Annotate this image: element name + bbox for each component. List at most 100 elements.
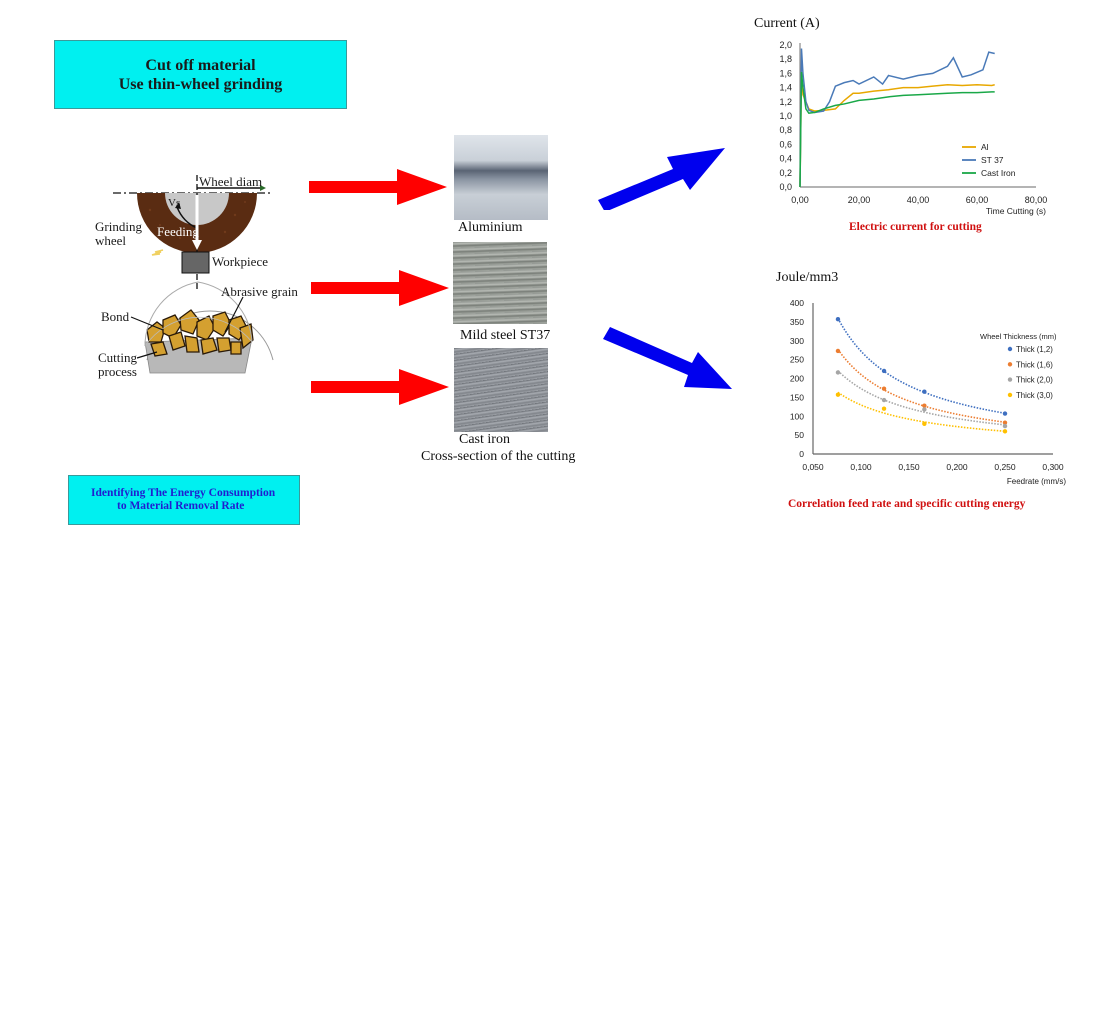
info-line-1: Identifying The Energy Consumption [91, 487, 276, 499]
y-tick-label: 1,4 [779, 83, 792, 93]
x-tick-label: 0,00 [791, 195, 809, 205]
y-tick-label: 2,0 [779, 40, 792, 50]
legend-label: Thick (3,0) [1016, 391, 1053, 400]
label-feeding: Feeding [157, 224, 199, 239]
legend-marker [1007, 392, 1013, 398]
x-tick-label: 0,300 [1042, 462, 1064, 472]
y-tick-label: 350 [790, 317, 804, 327]
info-line-2: to Material Removal Rate [117, 500, 245, 512]
data-point [922, 407, 927, 412]
x-tick-label: 60,00 [966, 195, 989, 205]
legend-label: Thick (2,0) [1016, 376, 1053, 385]
data-point [881, 368, 887, 374]
x-tick-label: 0,100 [850, 462, 872, 472]
y-tick-label: 0,4 [779, 154, 792, 164]
data-point [1002, 411, 1008, 416]
blue-arrow-up [598, 148, 725, 210]
x-tick-label: 0,200 [946, 462, 968, 472]
legend-label: Thick (1,6) [1016, 360, 1053, 369]
legend-label: Thick (1,2) [1016, 345, 1053, 354]
y-tick-label: 400 [790, 298, 804, 308]
chart1-caption: Electric current for cutting [849, 221, 982, 233]
data-point [1002, 423, 1008, 429]
blue-arrow-down [603, 327, 732, 389]
title-line-2: Use thin-wheel grinding [118, 75, 283, 93]
y-tick-label: 1,6 [779, 68, 792, 78]
grinding-wheel-illustration [113, 175, 274, 374]
y-tick-label: 0,0 [779, 182, 792, 192]
energy-scatter-chart: 0 50 100 150 200 250 300 350 400 0,050 0,100 0,150 0… [790, 298, 1067, 486]
info-box: Identifying The Energy Consumption to Ma… [68, 475, 300, 525]
label-grinding-1: Grinding [95, 219, 142, 234]
data-point [1002, 429, 1008, 434]
y-tick-label: 1,0 [779, 111, 792, 121]
y-tick-label: 1,8 [779, 54, 792, 64]
y-tick-label: 50 [795, 430, 805, 440]
y-tick-label: 0,2 [779, 168, 792, 178]
data-point [835, 370, 841, 375]
title-line-1: Cut off material [145, 56, 256, 74]
y-tick-label: 200 [790, 374, 804, 384]
trendline [837, 318, 1006, 415]
caption-mild-steel: Mild steel ST37 [460, 328, 551, 343]
data-point [835, 348, 841, 354]
series-line-cast-iron [799, 71, 995, 188]
series-line-al [799, 73, 995, 188]
label-cutting-2: process [98, 364, 137, 379]
chart1-ylabel: Current (A) [754, 16, 820, 31]
data-point [881, 386, 887, 391]
x-tick-label: 80,00 [1025, 195, 1048, 205]
y-tick-label: 100 [790, 411, 804, 421]
sample-photo-aluminium [454, 135, 548, 220]
legend-marker [1007, 362, 1013, 367]
trendline [837, 391, 1006, 433]
y-tick-label: 1,2 [779, 97, 792, 107]
x-tick-label: 0,050 [802, 462, 824, 472]
label-wheel-diam: Wheel diam [199, 174, 263, 189]
data-point [922, 403, 927, 408]
label-cutting-1: Cutting [98, 350, 138, 365]
x-tick-label: 20,00 [848, 195, 871, 205]
red-arrow-1 [309, 169, 447, 205]
label-grinding-2: wheel [95, 233, 127, 248]
y-tick-label: 250 [790, 355, 804, 365]
label-vs: Vs [168, 197, 181, 209]
legend-marker [1007, 377, 1013, 382]
trendline [837, 348, 1006, 424]
y-tick-label: 300 [790, 336, 804, 346]
x-axis-label: Feedrate (mm/s) [1007, 477, 1066, 486]
data-point [835, 317, 841, 322]
y-tick-label: 0,8 [779, 125, 792, 135]
x-tick-label: 0,150 [898, 462, 920, 472]
red-arrow-2 [311, 270, 449, 306]
y-tick-label: 150 [790, 392, 804, 402]
legend-label: Cast Iron [981, 168, 1016, 178]
legend-title: Wheel Thickness (mm) [980, 332, 1057, 341]
x-axis-label: Time Cutting (s) [986, 206, 1046, 216]
caption-aluminium: Aluminium [458, 220, 523, 235]
x-tick-label: 40,00 [907, 195, 930, 205]
x-tick-label: 0,250 [994, 462, 1016, 472]
title-box: Cut off material Use thin-wheel grinding [54, 40, 347, 109]
label-bond: Bond [101, 309, 130, 324]
chart2-caption: Correlation feed rate and specific cutti… [788, 498, 1026, 510]
data-point [1002, 420, 1008, 425]
trendline [837, 370, 1006, 426]
caption-cast-iron: Cast iron [459, 432, 510, 447]
chart2-ylabel: Joule/mm3 [776, 270, 839, 285]
sample-photo-cast-iron [454, 348, 548, 432]
grinding-wheel-diagram: Wheel diam Vs Feeding Grinding wheel Wor… [85, 170, 315, 380]
caption-cross-section: Cross-section of the cutting [421, 449, 576, 464]
legend-label: Al [981, 142, 989, 152]
data-point [922, 389, 927, 394]
sample-photo-mild-steel [453, 242, 547, 324]
label-workpiece: Workpiece [212, 254, 268, 269]
y-tick-label: 0 [799, 449, 804, 459]
y-tick-label: 0,6 [779, 139, 792, 149]
label-abrasive-grain: Abrasive grain [221, 284, 298, 299]
legend-marker [1007, 346, 1013, 352]
series-line-st-37 [799, 48, 995, 188]
red-arrow-3 [311, 369, 449, 405]
data-point [922, 421, 927, 426]
data-point [881, 406, 887, 411]
